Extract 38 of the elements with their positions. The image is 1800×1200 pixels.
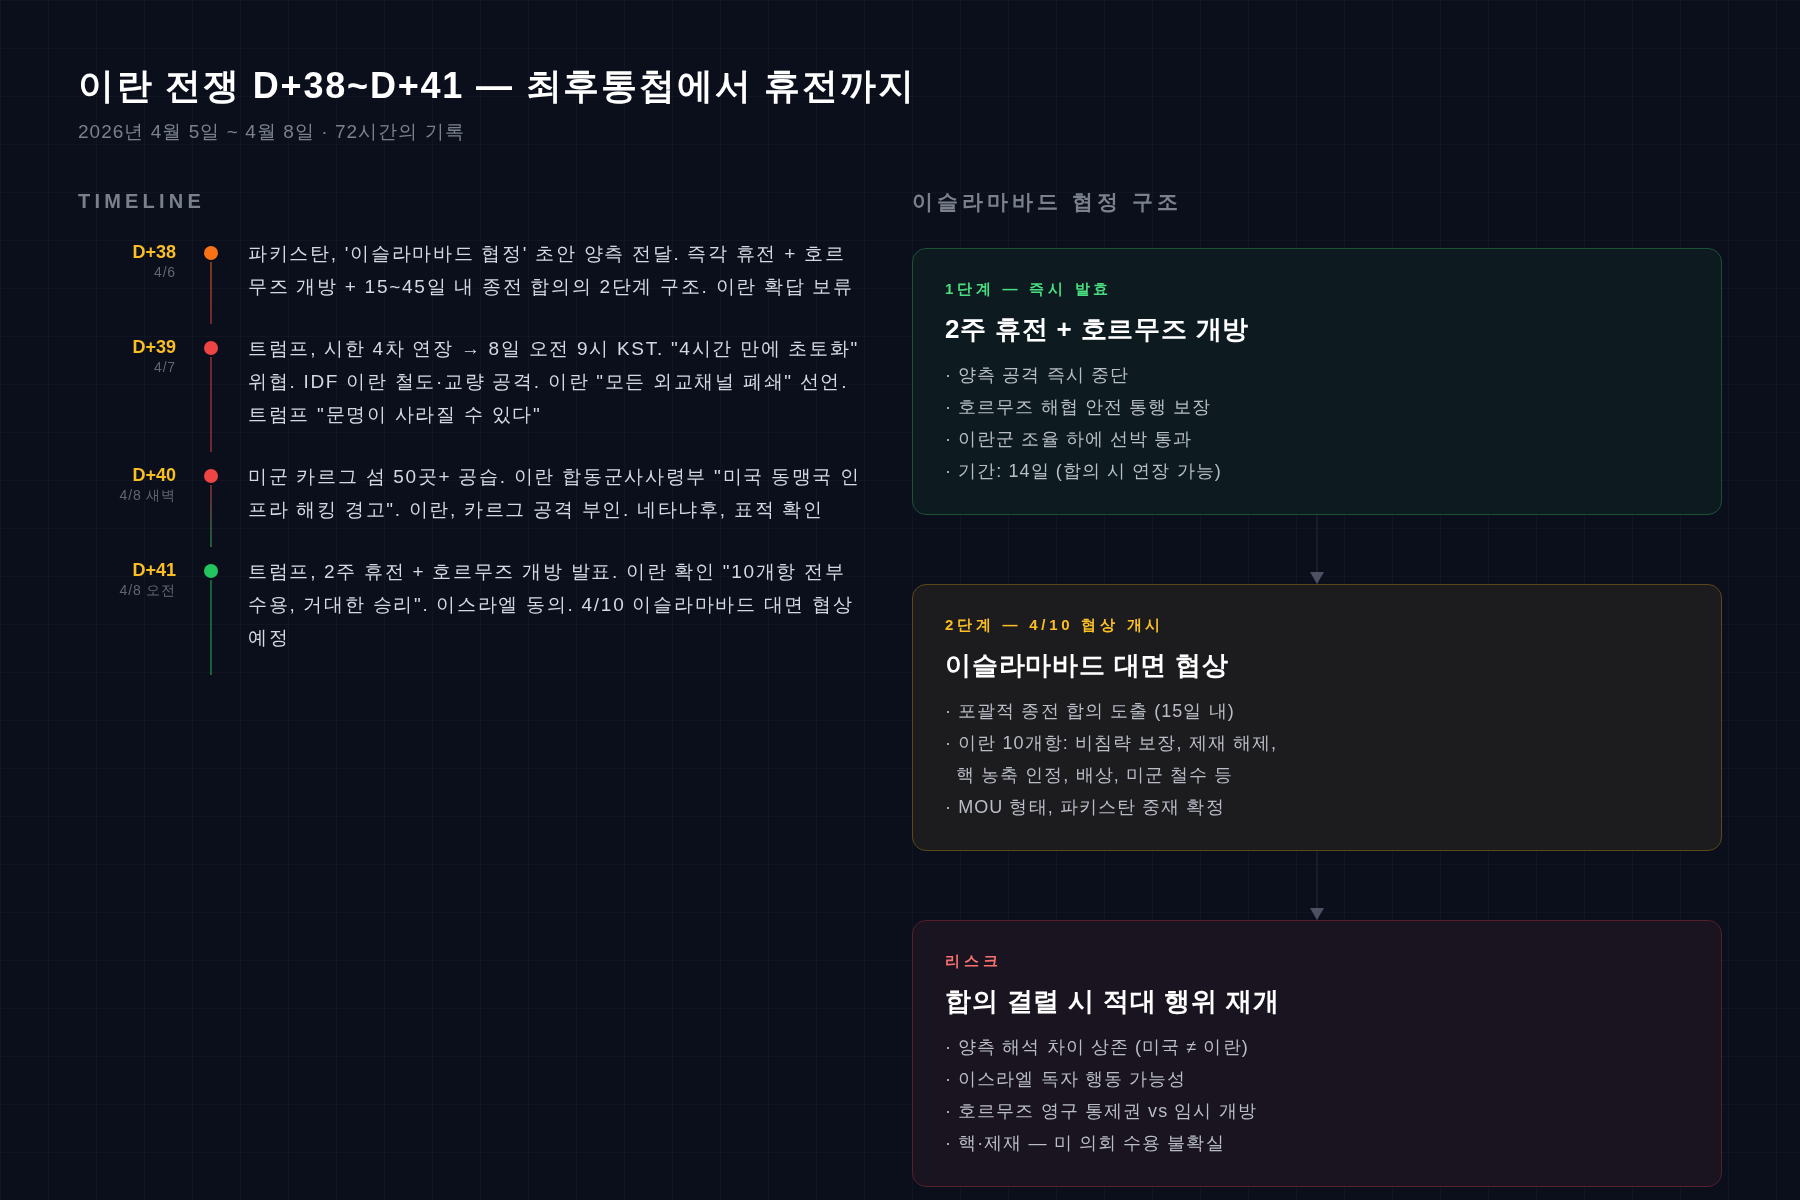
bullet-item: · 양측 공격 즉시 중단 — [945, 364, 1130, 387]
bullet-item: · 호르무즈 해협 안전 통행 보장 — [945, 396, 1212, 419]
section-heading: TIMELINE — [78, 189, 205, 213]
phase-label: 리스크 — [945, 951, 1002, 971]
date-label: 4/7 — [154, 358, 176, 376]
day-label: D+40 — [132, 464, 176, 486]
bullet-item: · 이스라엘 독자 행동 가능성 — [945, 1068, 1187, 1091]
phase-card — [912, 584, 1722, 851]
phase-card — [912, 248, 1722, 515]
bullet-item: · 포괄적 종전 합의 도출 (15일 내) — [945, 700, 1235, 723]
subtitle: 2026년 4월 5일 ~ 4월 8일 · 72시간의 기록 — [78, 120, 465, 144]
date-label: 4/8 새벽 — [119, 486, 176, 504]
date-label: 4/6 — [154, 263, 176, 281]
bullet-item: · 핵·제재 — 미 의회 수용 불확실 — [945, 1132, 1225, 1155]
bullet-item: · 이란군 조율 하에 선박 통과 — [945, 428, 1193, 451]
phase-card — [912, 920, 1722, 1187]
event-description: 파키스탄, '이슬라마바드 협정' 초안 양측 전달. 즉각 휴전 + 호르무즈 개방 + 15~45일 내 종전 합의의 2단계 구조. 이란 확답 보류 — [248, 242, 855, 299]
card-heading: 합의 결렬 시 적대 행위 재개 — [945, 985, 1280, 1018]
section-heading: 이슬라마바드 협정 구조 — [912, 190, 1182, 214]
bullet-item: · 기간: 14일 (합의 시 연장 가능) — [945, 460, 1222, 483]
card-heading: 이슬라마바드 대면 협상 — [945, 649, 1229, 682]
arrow — [1311, 514, 1323, 585]
page-title: 이란 전쟁 D+38~D+41 — 최후통첩에서 휴전까지 — [78, 64, 916, 108]
day-label: D+38 — [132, 241, 176, 263]
day-label: D+41 — [132, 559, 176, 581]
bullet-item: · 호르무즈 영구 통제권 vs 임시 개방 — [945, 1100, 1257, 1123]
event-description: 트럼프, 2주 휴전 + 호르무즈 개방 발표. 이란 확인 "10개항 전부 수용, 거대한 승리". 이스라엘 동의. 4/10 이슬라마바드 대면 협상 예정 — [248, 560, 855, 650]
event-description: 미군 카르그 섬 50곳+ 공습. 이란 합동군사사령부 "미국 동맹국 인프라 해킹 경고". 이란, 카르그 공격 부인. 네타냐후, 표적 확인 — [248, 465, 862, 522]
bullet-item: · 이란 10개항: 비침략 보장, 제재 해제, 핵 농축 인정, 배상, 미군 철수 등 — [945, 732, 1279, 787]
card-heading: 2주 휴전 + 호르무즈 개방 — [945, 313, 1250, 346]
event-description: 트럼프, 시한 4차 연장 → 8일 오전 9시 KST. "4시간 만에 초토화" 위협. IDF 이란 철도·교량 공격. 이란 "모든 외교채널 폐쇄" 선언. 트럼프 "문명이 사라질 수 있다" — [248, 337, 861, 427]
date-label: 4/8 오전 — [119, 581, 176, 599]
day-label: D+39 — [132, 336, 176, 358]
bullet-item: · MOU 형태, 파키스탄 중재 확정 — [945, 796, 1225, 819]
bullet-item: · 양측 해석 차이 상존 (미국 ≠ 이란) — [945, 1036, 1249, 1059]
arrow — [1311, 850, 1323, 921]
phase-label: 1단계 — 즉시 발효 — [945, 279, 1113, 299]
phase-label: 2단계 — 4/10 협상 개시 — [945, 615, 1165, 635]
